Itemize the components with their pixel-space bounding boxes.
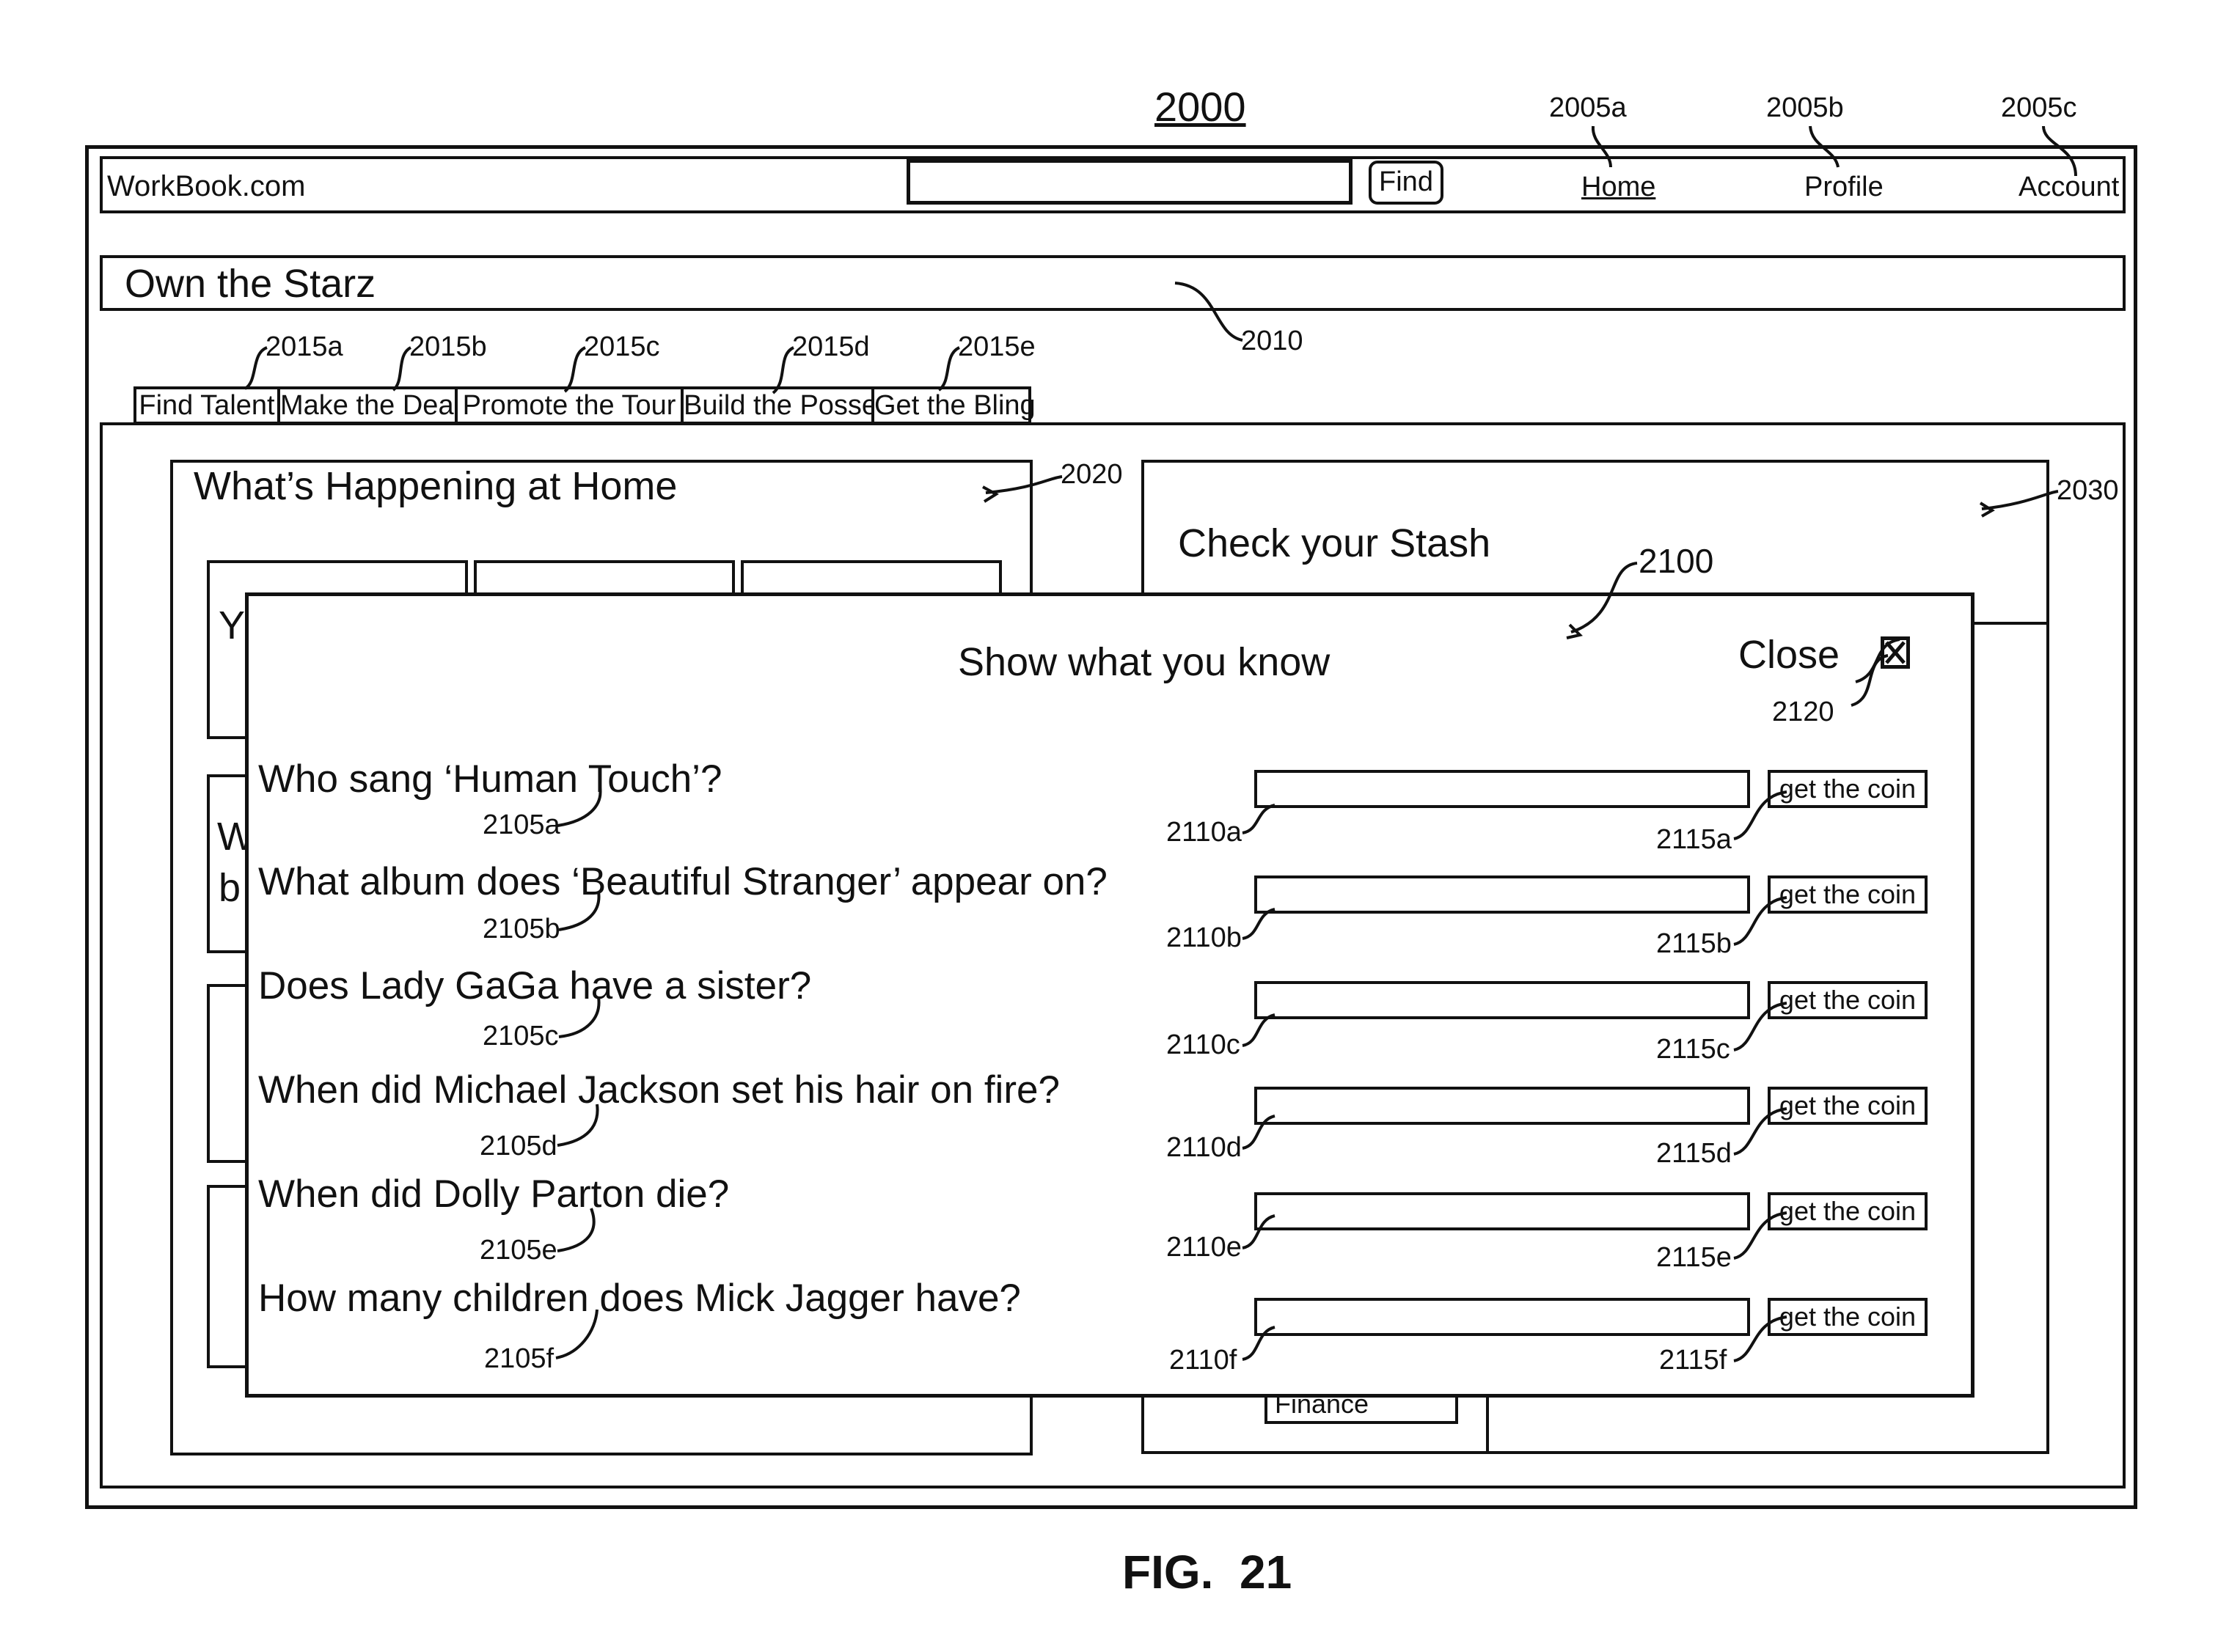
get-the-coin-button[interactable]: get the coin (1768, 981, 1928, 1019)
ref-2015e: 2015e (958, 333, 1036, 361)
nav-home-link[interactable]: Home (1581, 173, 1655, 201)
ref-2100: 2100 (1639, 544, 1713, 578)
answer-input[interactable] (1254, 1298, 1750, 1336)
ref-2015c: 2015c (584, 333, 660, 361)
ref-2015d: 2015d (792, 333, 870, 361)
quiz-question: Does Lady GaGa have a sister? (258, 966, 811, 1005)
ref-2115e: 2115e (1656, 1244, 1732, 1271)
tab-promote-the-tour[interactable]: Promote the Tour (455, 386, 684, 425)
ref-2005c: 2005c (2001, 94, 2077, 122)
home-card-partial-text: b (219, 868, 241, 908)
stash-panel-title: Check your Stash (1178, 524, 1490, 563)
answer-input[interactable] (1254, 1087, 1750, 1125)
quiz-modal-title: Show what you know (958, 642, 1330, 682)
ref-2110f: 2110f (1169, 1346, 1237, 1374)
find-button-label: Find (1379, 166, 1433, 197)
ref-2110e: 2110e (1166, 1233, 1242, 1261)
ref-2105c: 2105c (483, 1022, 559, 1050)
ref-2115f: 2115f (1659, 1346, 1727, 1374)
answer-input[interactable] (1254, 770, 1750, 808)
site-name: WorkBook.com (107, 172, 305, 201)
get-the-coin-button[interactable]: get the coin (1768, 770, 1928, 808)
quiz-question: Who sang ‘Human Touch’? (258, 760, 722, 799)
ref-2105a: 2105a (483, 811, 560, 839)
get-the-coin-button[interactable]: get the coin (1768, 1192, 1928, 1230)
quiz-question: What album does ‘Beautiful Stranger’ app… (258, 862, 1108, 901)
answer-input[interactable] (1254, 1192, 1750, 1230)
quiz-question: When did Dolly Parton die? (258, 1175, 729, 1214)
ref-2115b: 2115b (1656, 930, 1732, 958)
ref-2015a: 2015a (266, 333, 343, 361)
get-the-coin-button[interactable]: get the coin (1768, 1087, 1928, 1125)
figure-caption: FIG. 21 (1122, 1549, 1292, 1596)
ref-2110d: 2110d (1166, 1134, 1242, 1161)
ref-2105b: 2105b (483, 915, 560, 943)
tab-make-the-deal[interactable]: Make the Deal (277, 386, 458, 425)
ref-2115c: 2115c (1656, 1035, 1730, 1063)
ref-2105d: 2105d (480, 1132, 557, 1160)
banner-title: Own the Starz (125, 264, 376, 304)
ref-2110b: 2110b (1166, 924, 1242, 952)
quiz-question: How many children does Mick Jagger have? (258, 1279, 1021, 1318)
close-icon[interactable] (1881, 636, 1910, 669)
get-the-coin-button[interactable]: get the coin (1768, 1298, 1928, 1336)
ref-2105f: 2105f (484, 1345, 554, 1373)
tab-get-the-bling[interactable]: Get the Bling (871, 386, 1031, 425)
close-label[interactable]: Close (1738, 635, 1840, 675)
quiz-question: When did Michael Jackson set his hair on… (258, 1071, 1060, 1109)
nav-account-link[interactable]: Account (2018, 173, 2119, 201)
ref-2115a: 2115a (1656, 826, 1732, 853)
banner-bar (100, 255, 2126, 311)
ref-2120: 2120 (1772, 698, 1834, 726)
get-the-coin-button[interactable]: get the coin (1768, 875, 1928, 914)
nav-profile-link[interactable]: Profile (1804, 173, 1884, 201)
tab-build-the-posse[interactable]: Build the Posse (681, 386, 874, 425)
answer-input[interactable] (1254, 981, 1750, 1019)
ref-2005a: 2005a (1549, 94, 1627, 122)
ref-2005b: 2005b (1766, 94, 1844, 122)
ref-2015b: 2015b (409, 333, 487, 361)
home-panel-title: What’s Happening at Home (194, 466, 677, 506)
tab-find-talent[interactable]: Find Talent (133, 386, 280, 425)
ref-2115d: 2115d (1656, 1139, 1732, 1167)
ref-2030: 2030 (2057, 477, 2119, 504)
ref-2010: 2010 (1241, 327, 1303, 355)
ref-2105e: 2105e (480, 1236, 557, 1264)
search-input[interactable] (907, 159, 1353, 205)
ref-2020: 2020 (1061, 460, 1123, 488)
find-button[interactable]: Find (1369, 161, 1443, 205)
figure-reference-number: 2000 (1154, 87, 1246, 128)
answer-input[interactable] (1254, 875, 1750, 914)
home-card-partial-text: Y (219, 606, 245, 645)
ref-2110c: 2110c (1166, 1031, 1240, 1059)
ref-2110a: 2110a (1166, 818, 1242, 846)
